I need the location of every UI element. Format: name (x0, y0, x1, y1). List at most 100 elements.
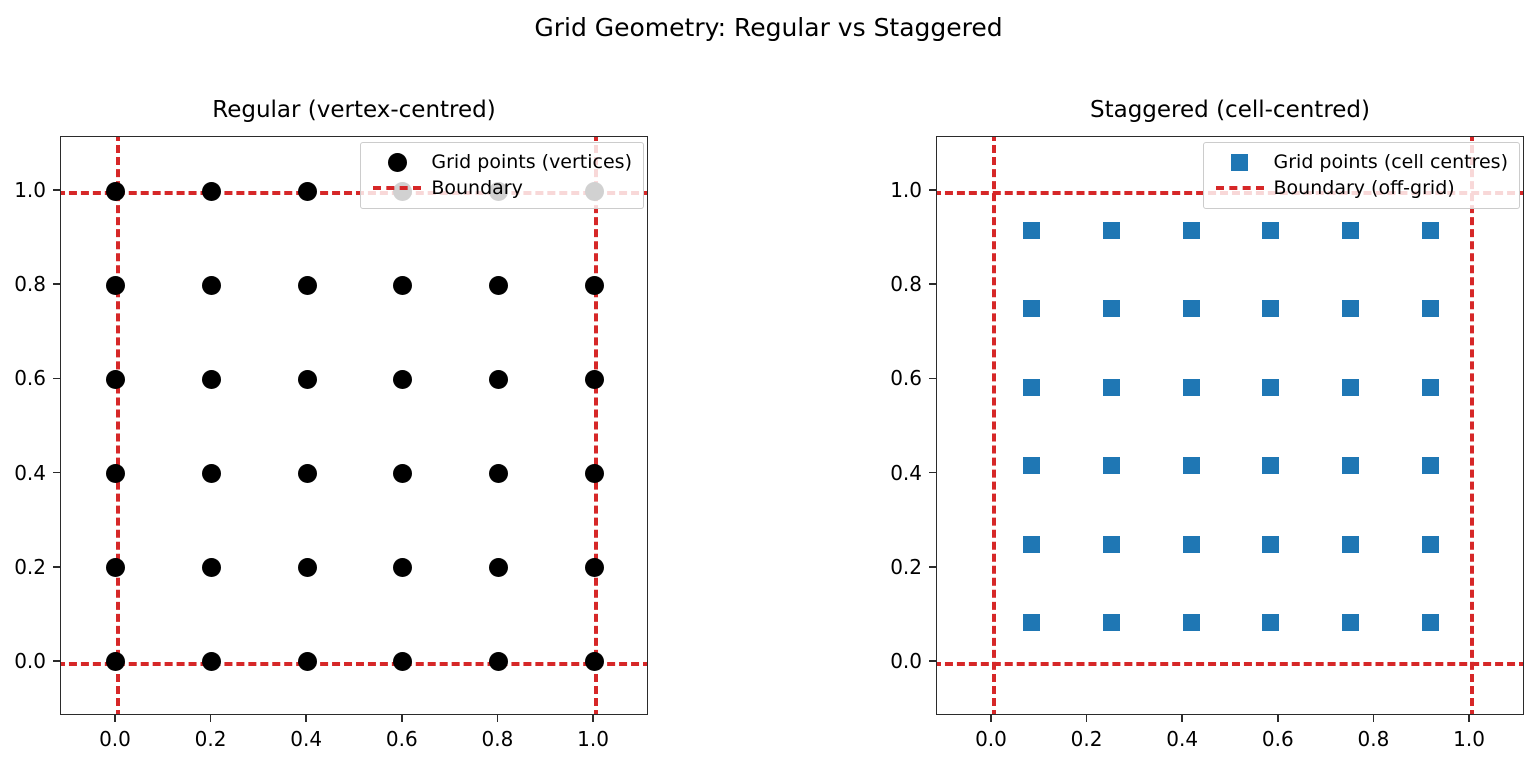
x-tick-mark (114, 715, 116, 722)
y-tick-label: 0.6 (890, 366, 922, 391)
grid-point-marker (1182, 300, 1200, 318)
grid-point-marker (393, 558, 413, 578)
x-tick-mark (305, 715, 307, 722)
grid-point-marker (106, 464, 126, 484)
grid-point-marker (1182, 535, 1200, 553)
y-tick-mark (53, 283, 60, 286)
grid-point-marker (202, 369, 222, 389)
legend-entry-grid-points: Grid points (cell centres) (1215, 149, 1508, 175)
y-tick-mark (929, 565, 936, 568)
grid-point-marker (393, 275, 413, 295)
grid-point-marker (297, 181, 317, 201)
grid-point-marker (1421, 221, 1439, 239)
y-tick-label: 0.8 (890, 272, 922, 297)
dashed-line-icon (1215, 175, 1265, 201)
dashed-line-icon (372, 175, 422, 201)
grid-point-marker (1421, 457, 1439, 475)
grid-point-marker (202, 558, 222, 578)
grid-point-marker (393, 464, 413, 484)
x-tick-mark (209, 715, 212, 722)
y-tick-label: 0.0 (890, 648, 922, 673)
grid-point-marker (1023, 457, 1041, 475)
y-tick-label: 0.8 (14, 272, 46, 297)
grid-point-marker (1421, 378, 1439, 396)
grid-point-marker (1102, 457, 1120, 475)
grid-point-marker (1342, 614, 1359, 632)
y-tick-mark (929, 471, 936, 474)
grid-point-marker (393, 652, 413, 672)
grid-point-marker (1421, 300, 1439, 318)
y-tick-label: 0.0 (14, 648, 46, 673)
grid-point-marker (1023, 535, 1041, 553)
y-tick-label: 0.6 (14, 366, 46, 391)
x-tick-label: 1.0 (577, 727, 609, 751)
grid-point-marker (1102, 221, 1120, 239)
legend-label-boundary: Boundary (off-grid) (1273, 176, 1455, 199)
grid-point-marker (1182, 457, 1200, 475)
y-tick-label: 0.4 (890, 460, 922, 485)
grid-point-marker (1262, 300, 1280, 318)
grid-point-marker (202, 464, 222, 484)
grid-point-marker (1421, 614, 1439, 632)
grid-point-marker (297, 369, 317, 389)
y-tick-mark (929, 283, 936, 286)
grid-point-marker (1182, 378, 1200, 396)
grid-point-marker (584, 558, 604, 578)
boundary-line-horizontal (61, 661, 647, 666)
square-marker-icon (1215, 149, 1265, 175)
grid-point-marker (1023, 221, 1041, 239)
grid-point-marker (106, 275, 126, 295)
grid-point-marker (202, 275, 222, 295)
grid-point-marker (202, 181, 222, 201)
axes-frame-staggered (936, 136, 1524, 715)
y-tick-mark (53, 377, 60, 380)
grid-point-marker (297, 558, 317, 578)
x-tick-mark (592, 715, 594, 722)
circle-marker-icon (372, 149, 422, 175)
boundary-line-vertical (594, 137, 599, 714)
grid-point-marker (202, 652, 222, 672)
grid-point-marker (1262, 221, 1280, 239)
grid-point-marker (1262, 378, 1280, 396)
y-tick-mark (929, 189, 936, 191)
x-tick-label: 0.0 (99, 727, 131, 751)
y-tick-label: 0.2 (14, 554, 46, 579)
grid-point-marker (1182, 614, 1200, 632)
grid-point-marker (584, 369, 604, 389)
grid-point-marker (488, 558, 508, 578)
legend-regular: Grid points (vertices) Boundary (360, 142, 644, 209)
y-tick-mark (53, 189, 60, 191)
grid-point-marker (584, 275, 604, 295)
boundary-line-vertical (115, 137, 120, 714)
legend-staggered: Grid points (cell centres) Boundary (off… (1202, 142, 1520, 209)
x-tick-mark (1372, 715, 1375, 722)
legend-entry-boundary: Boundary (off-grid) (1215, 175, 1508, 201)
grid-point-marker (584, 652, 604, 672)
grid-point-marker (1262, 457, 1280, 475)
grid-point-marker (1023, 300, 1041, 318)
x-tick-label: 0.8 (1357, 727, 1390, 751)
x-tick-mark (496, 715, 499, 722)
y-tick-mark (53, 565, 60, 568)
x-tick-label: 0.0 (975, 727, 1007, 751)
grid-point-marker (1102, 614, 1120, 632)
grid-point-marker (1342, 300, 1359, 318)
x-tick-mark (1277, 715, 1279, 722)
x-tick-label: 0.4 (290, 727, 323, 751)
figure-suptitle: Grid Geometry: Regular vs Staggered (534, 13, 1003, 42)
x-tick-label: 0.6 (385, 727, 418, 751)
grid-point-marker (1262, 614, 1280, 632)
y-tick-mark (53, 471, 60, 474)
axes-frame-regular (60, 136, 648, 715)
grid-point-marker (297, 464, 317, 484)
y-tick-mark (53, 660, 60, 662)
grid-point-marker (106, 558, 126, 578)
grid-point-marker (488, 652, 508, 672)
grid-point-marker (106, 652, 126, 672)
legend-label-grid-points: Grid points (cell centres) (1273, 150, 1508, 173)
grid-point-marker (393, 369, 413, 389)
y-tick-mark (929, 377, 936, 380)
